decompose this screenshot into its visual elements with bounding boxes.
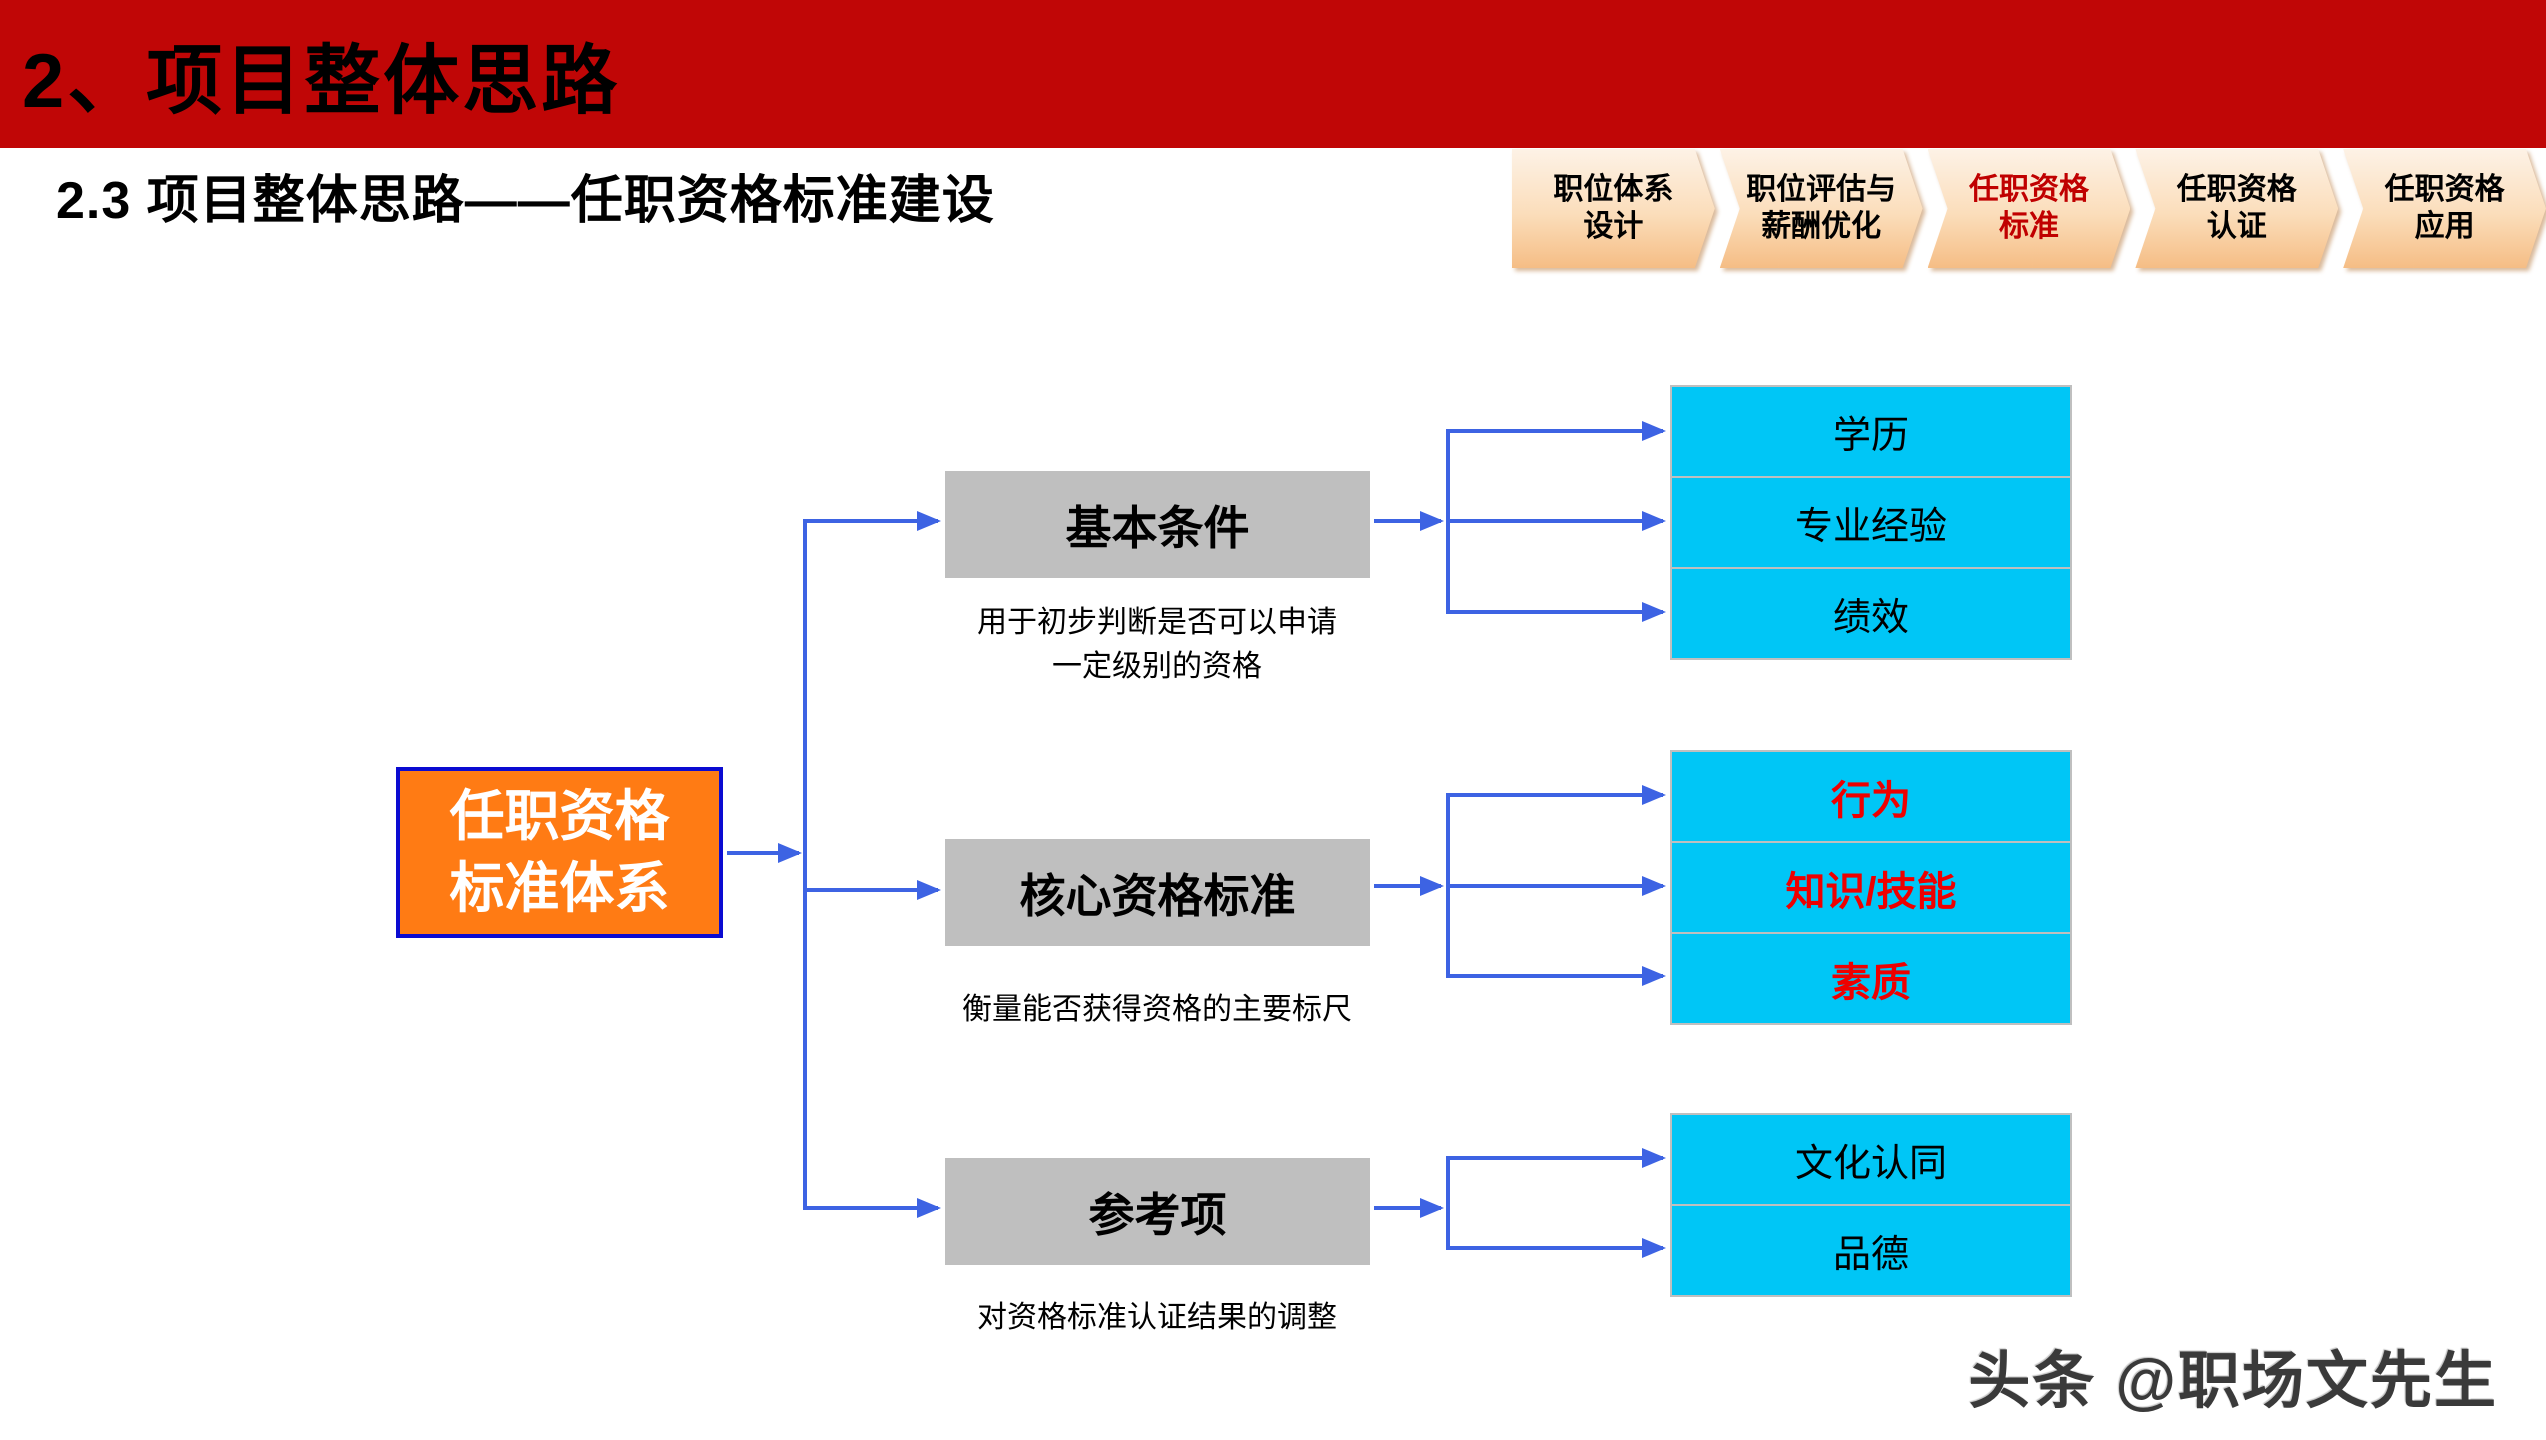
tab-qualification-standard-active[interactable]: 任职资格 标准	[1928, 149, 2131, 268]
tab-label-line2: 薪酬优化	[1761, 209, 1882, 243]
leaf-item-education: 学历	[1672, 387, 2070, 476]
branch-node-reference-items: 参考项	[945, 1158, 1370, 1265]
section-subtitle: 2.3 项目整体思路——任职资格标准建设	[56, 172, 995, 230]
leaf-group-core-qualification: 行为 知识/技能 素质	[1670, 750, 2072, 1025]
tab-position-system-design[interactable]: 职位体系 设计	[1512, 149, 1715, 268]
leaf-item-knowledge-skills: 知识/技能	[1672, 841, 2070, 932]
root-node-qualification-standard-system: 任职资格 标准体系	[396, 767, 723, 938]
slide-title: 2、项目整体思路	[22, 39, 621, 124]
tab-qualification-certification[interactable]: 任职资格 认证	[2135, 149, 2338, 268]
process-step-tabs: 职位体系 设计 职位评估与 薪酬优化 任职资格 标准 任职资格 认证 任职资格	[1512, 149, 2546, 268]
tab-position-evaluation-compensation[interactable]: 职位评估与 薪酬优化	[1720, 149, 1923, 268]
tab-label-line1: 任职资格	[1968, 172, 2089, 206]
tab-label-line1: 职位评估与	[1746, 172, 1897, 206]
leaf-item-moral-character: 品德	[1672, 1204, 2070, 1295]
tab-label-line1: 职位体系	[1553, 172, 1674, 206]
leaf-item-behavior: 行为	[1672, 752, 2070, 841]
caption-reference-items: 对资格标准认证结果的调整	[977, 1301, 1337, 1334]
tab-label-line2: 标准	[1998, 209, 2059, 243]
branch-node-basic-conditions: 基本条件	[945, 471, 1370, 578]
branch-node-core-qualification-standard: 核心资格标准	[945, 839, 1370, 946]
caption-core-qualification-standard: 衡量能否获得资格的主要标尺	[962, 993, 1352, 1026]
leaf-item-competency: 素质	[1672, 932, 2070, 1023]
tab-qualification-application[interactable]: 任职资格 应用	[2343, 149, 2546, 268]
tab-shape: 任职资格 应用	[2343, 149, 2546, 268]
leaf-item-professional-experience: 专业经验	[1672, 476, 2070, 567]
tab-shape: 任职资格 标准	[1928, 149, 2131, 268]
leaf-group-reference-items: 文化认同 品德	[1670, 1113, 2072, 1297]
leaf-item-performance: 绩效	[1672, 567, 2070, 658]
header-banner: 2、项目整体思路	[0, 0, 2546, 148]
tab-shape: 任职资格 认证	[2135, 149, 2338, 268]
tab-label-line2: 设计	[1583, 209, 1644, 243]
tab-label-line1: 任职资格	[2176, 172, 2297, 206]
watermark: 头条 @职场文先生	[1968, 1347, 2498, 1416]
tab-shape: 职位评估与 薪酬优化	[1720, 149, 1923, 268]
tab-label-line2: 认证	[2206, 209, 2267, 243]
caption-basic-conditions: 用于初步判断是否可以申请 一定级别的资格	[977, 606, 1337, 683]
tab-shape: 职位体系 设计	[1512, 149, 1715, 268]
leaf-group-basic-conditions: 学历 专业经验 绩效	[1670, 385, 2072, 660]
tab-label-line1: 任职资格	[2384, 172, 2505, 206]
leaf-item-cultural-identity: 文化认同	[1672, 1115, 2070, 1204]
tab-label-line2: 应用	[2414, 209, 2475, 243]
